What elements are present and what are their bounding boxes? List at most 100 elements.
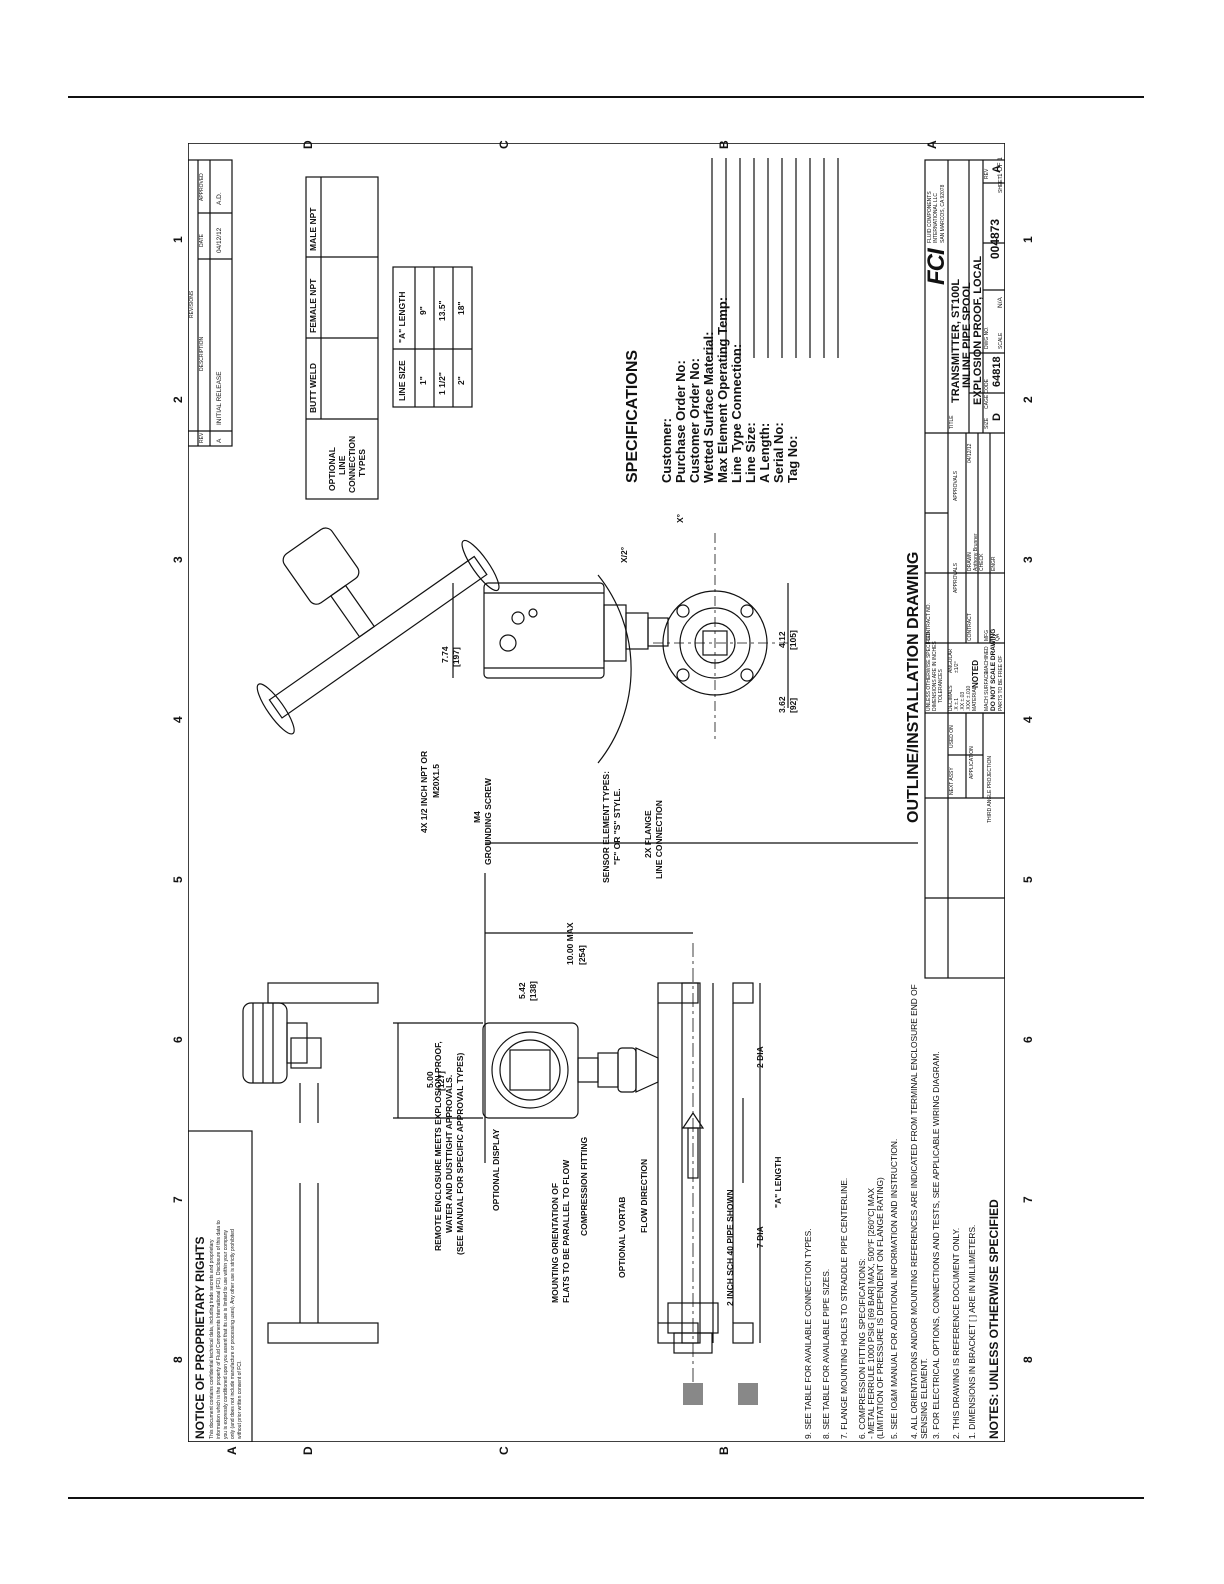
title-label: TITLE [949, 415, 955, 429]
note-1: 1. DIMENSIONS IN BRACKET [ ] ARE IN MILL… [967, 1224, 977, 1439]
zone-side-1-left: 1 [171, 236, 185, 243]
conn-table-label-2: LINE [337, 455, 347, 475]
projection-label: THIRD ANGLE PROJECTION [987, 756, 993, 823]
notice-line-4: only (and does not include manufacture o… [230, 1229, 236, 1439]
notice-line-5: without prior written consent of FCI. [237, 1360, 243, 1439]
fci-logo: FCI [923, 249, 950, 285]
note-7: 7. FLANGE MOUNTING HOLES TO STRADDLE PIP… [839, 1177, 849, 1439]
dim-774: 7.74 [440, 646, 450, 663]
dim-542-mm: [138] [528, 981, 538, 1001]
zone-side-8-left: 8 [171, 1356, 185, 1363]
zone-side-1-right: 1 [1021, 236, 1035, 243]
notice-line-1: This document contains confidential tech… [209, 1239, 215, 1439]
drawn-date: 04/12/12 [967, 443, 973, 463]
material-noted: NOTED [971, 660, 980, 688]
rev-row-description: INITIAL RELEASE [216, 371, 223, 425]
note-5: 5. SEE IO&M MANUAL FOR ADDITIONAL INFORM… [889, 1138, 899, 1439]
note-4: 4. ALL ORIENTATIONS AND/OR MOUNTING REFE… [909, 984, 919, 1439]
zone-side-5-left: 5 [171, 876, 185, 883]
dim-x: X° [675, 513, 685, 523]
zone-top-d: D [301, 140, 315, 149]
conn-table-label-4: TYPES [357, 449, 367, 477]
callout-sensor-1: SENSOR ELEMENT TYPES: [601, 771, 611, 883]
top-rule [68, 96, 1144, 98]
cage-label: CAGE CODE [984, 378, 990, 409]
dim-362: 3.62 [777, 696, 787, 713]
note-9: 9. SEE TABLE FOR AVAILABLE CONNECTION TY… [803, 1228, 813, 1439]
callout-grounding-2: GROUNDING SCREW [483, 778, 493, 865]
callout-flange-1: 2X FLANGE [643, 810, 653, 858]
callout-pipe-shown: 2 INCH SCH 40 PIPE SHOWN [725, 1189, 735, 1306]
check-label: CHECK [979, 553, 985, 571]
callout-vortab: OPTIONAL VORTAB [617, 1196, 627, 1278]
zone-side-3-left: 3 [171, 556, 185, 563]
zone-side-8-right: 8 [1021, 1356, 1035, 1363]
angular-value: ±1/2° [954, 661, 960, 673]
dim-412: 4.12 [777, 631, 787, 648]
notice-title: NOTICE OF PROPRIETARY RIGHTS [193, 1236, 207, 1439]
pipe-table-r3-length: 18" [456, 301, 466, 316]
drawing-title: OUTLINE/INSTALLATION DRAWING [905, 551, 922, 823]
zone-side-3-right: 3 [1021, 556, 1035, 563]
rev-header-date: DATE [199, 234, 205, 247]
zone-side-7-left: 7 [171, 1196, 185, 1203]
callout-conduit-2: M20X1.5 [431, 763, 441, 798]
parts-free: PARTS TO BE FREE OF [998, 655, 1004, 711]
contract-label: CONTRACT [967, 613, 973, 641]
rev-row-date: 04/12/12 [216, 227, 223, 253]
cage-value: 64818 [991, 356, 1003, 387]
zone-side-6-left: 6 [171, 1036, 185, 1043]
dim-362-mm: [92] [788, 697, 798, 713]
zone-bottom-a: A [225, 1446, 239, 1455]
dim-1000: 10.00 MAX [565, 922, 575, 965]
zone-top-b: B [717, 140, 731, 149]
company-line-2: INTERNATIONAL LLC [933, 192, 939, 243]
zone-side-6-right: 6 [1021, 1036, 1035, 1043]
scale-label: SCALE [998, 332, 1004, 349]
zone-bottom-b: B [717, 1446, 731, 1455]
notice-line-2: information which is the property of Flu… [216, 1220, 222, 1439]
rev-header-approved: APPROVED [199, 173, 205, 201]
callout-remote-2: WATER AND DUSTTIGHT APPROVALS. [444, 1074, 454, 1233]
callout-mounting-2: FLATS TO BE PARALLEL TO FLOW [561, 1159, 571, 1303]
spec-tag-no: Tag No: [785, 435, 800, 483]
size-label: SIZE [984, 417, 990, 429]
callout-compression: COMPRESSION FITTING [579, 1136, 589, 1236]
conn-type-butt-weld: BUTT WELD [308, 362, 318, 413]
company-line-3: SAN MARCOS, CA 92078 [940, 184, 946, 243]
bottom-rule [68, 1497, 1144, 1499]
note-8: 8. SEE TABLE FOR AVAILABLE PIPE SIZES. [821, 1268, 831, 1439]
callout-sensor-2: "F" OR "S" STYLE. [612, 788, 622, 865]
pipe-table-r2-length: 13.5" [437, 300, 447, 321]
notice-line-3: you is expressly conditioned upon you as… [223, 1230, 229, 1439]
dim-542: 5.42 [517, 982, 527, 999]
zone-side-4-right: 4 [1021, 716, 1035, 723]
zone-side-2-right: 2 [1021, 396, 1035, 403]
conn-type-male-npt: MALE NPT [308, 207, 318, 251]
dim-a-length: "A" LENGTH [773, 1156, 783, 1208]
callout-flange-2: LINE CONNECTION [654, 800, 664, 879]
pipe-table-r1-size: 1" [418, 376, 428, 385]
drawing-sheet: D C B A D C B A 1 2 3 4 5 6 7 8 1 2 3 4 … [171, 140, 1035, 1455]
zone-side-4-left: 4 [171, 716, 185, 723]
title-line-3: EXPLOSION PROOF, LOCAL [972, 255, 984, 405]
note-3: 3. FOR ELECTRICAL OPTIONS, CONNECTIONS A… [931, 1051, 941, 1439]
zone-side-2-left: 2 [171, 396, 185, 403]
note-4b: SENSING ELEMENT. [919, 1358, 929, 1439]
zone-top-a: A [925, 140, 939, 149]
pipe-table-header-length: "A" LENGTH [397, 291, 407, 343]
conn-type-female-npt: FEMALE NPT [308, 278, 318, 333]
rev-label: REV [984, 168, 990, 179]
dim-500: 5.00 [425, 1071, 435, 1088]
sheet-value: 1 OF 1 [997, 157, 1004, 177]
approvals-label-2: APPROVALS [953, 471, 959, 501]
zone-top-c: C [497, 140, 511, 149]
engr-label: ENGR [991, 556, 997, 571]
callout-flow: FLOW DIRECTION [639, 1158, 649, 1233]
callout-conduit-1: 4X 1/2 INCH NPT OR [419, 750, 429, 833]
rev-row-rev: A [216, 438, 223, 443]
pipe-table-r2-size: 1 1/2" [437, 372, 447, 395]
sheet-label: SHEET [998, 176, 1004, 193]
dim-x-half: X/2° [619, 546, 629, 563]
callout-remote-3: (SEE MANUAL FOR SPECIFIC APPROVAL TYPES) [455, 1052, 465, 1255]
